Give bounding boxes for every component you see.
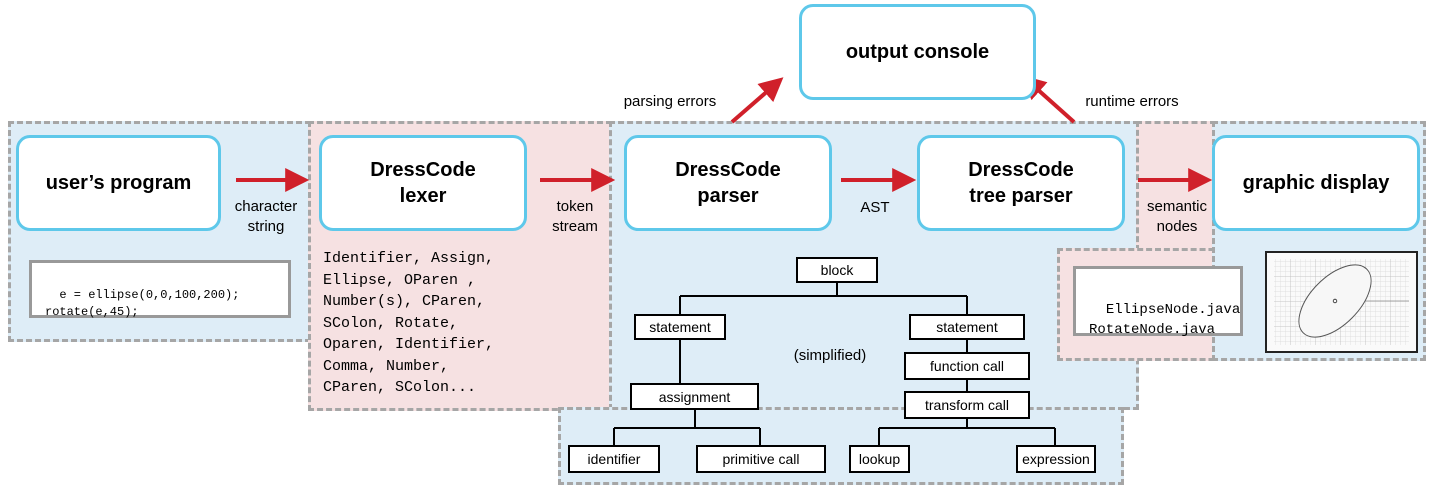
parser-label-line2: parser (697, 185, 759, 207)
graphic-display-label: graphic display (1242, 172, 1390, 194)
token-stream-label: token stream (552, 198, 598, 235)
tree-node-function-call: function call (904, 352, 1030, 380)
tree-node-statement-left: statement (634, 314, 726, 340)
node-files-box: EllipseNode.java RotateNode.java (1073, 266, 1243, 338)
parser-box: DressCode parser (624, 135, 832, 231)
tree-node-identifier: identifier (568, 445, 660, 473)
semantic-nodes-label: semantic nodes (1146, 198, 1208, 235)
runtime-errors-label: runtime errors (1085, 93, 1179, 110)
ast-label: AST (860, 199, 890, 216)
program-code-box: e = ellipse(0,0,100,200); rotate(e,45); (29, 260, 291, 319)
lexer-label-line2: lexer (399, 185, 447, 207)
tree-node-statement-right: statement (909, 314, 1025, 340)
tree-lines (613, 282, 1056, 446)
tree-node-transform-call: transform call (904, 391, 1030, 419)
tree-parser-label-line1: DressCode (968, 159, 1074, 181)
parsing-errors-label: parsing errors (623, 93, 717, 110)
program-code: e = ellipse(0,0,100,200); rotate(e,45); (45, 288, 240, 319)
character-string-label: character string (234, 198, 298, 235)
ellipse-shape (1298, 264, 1372, 338)
node-files: EllipseNode.java RotateNode.java (1089, 302, 1241, 338)
token-list: Identifier, Assign, Ellipse, OParen , Nu… (323, 250, 495, 396)
tree-node-primitive-call: primitive call (696, 445, 826, 473)
graphic-preview (1265, 251, 1418, 353)
lexer-label-line1: DressCode (370, 159, 476, 181)
arrow-parsing-errors (730, 77, 784, 124)
tree-node-block: block (796, 257, 878, 283)
parser-label-line1: DressCode (675, 159, 781, 181)
tree-node-assignment: assignment (630, 383, 759, 410)
output-console-label: output console (845, 41, 990, 63)
graphic-display-box: graphic display (1212, 135, 1420, 231)
output-console-box: output console (799, 4, 1036, 100)
users-program-label: user’s program (45, 172, 192, 194)
users-program-box: user’s program (16, 135, 221, 231)
simplified-note: (simplified) (793, 347, 867, 364)
tree-parser-label-line2: tree parser (969, 185, 1073, 207)
tree-node-lookup: lookup (849, 445, 910, 473)
lexer-box: DressCode lexer (319, 135, 527, 231)
tree-node-expression: expression (1016, 445, 1096, 473)
tree-parser-box: DressCode tree parser (917, 135, 1125, 231)
